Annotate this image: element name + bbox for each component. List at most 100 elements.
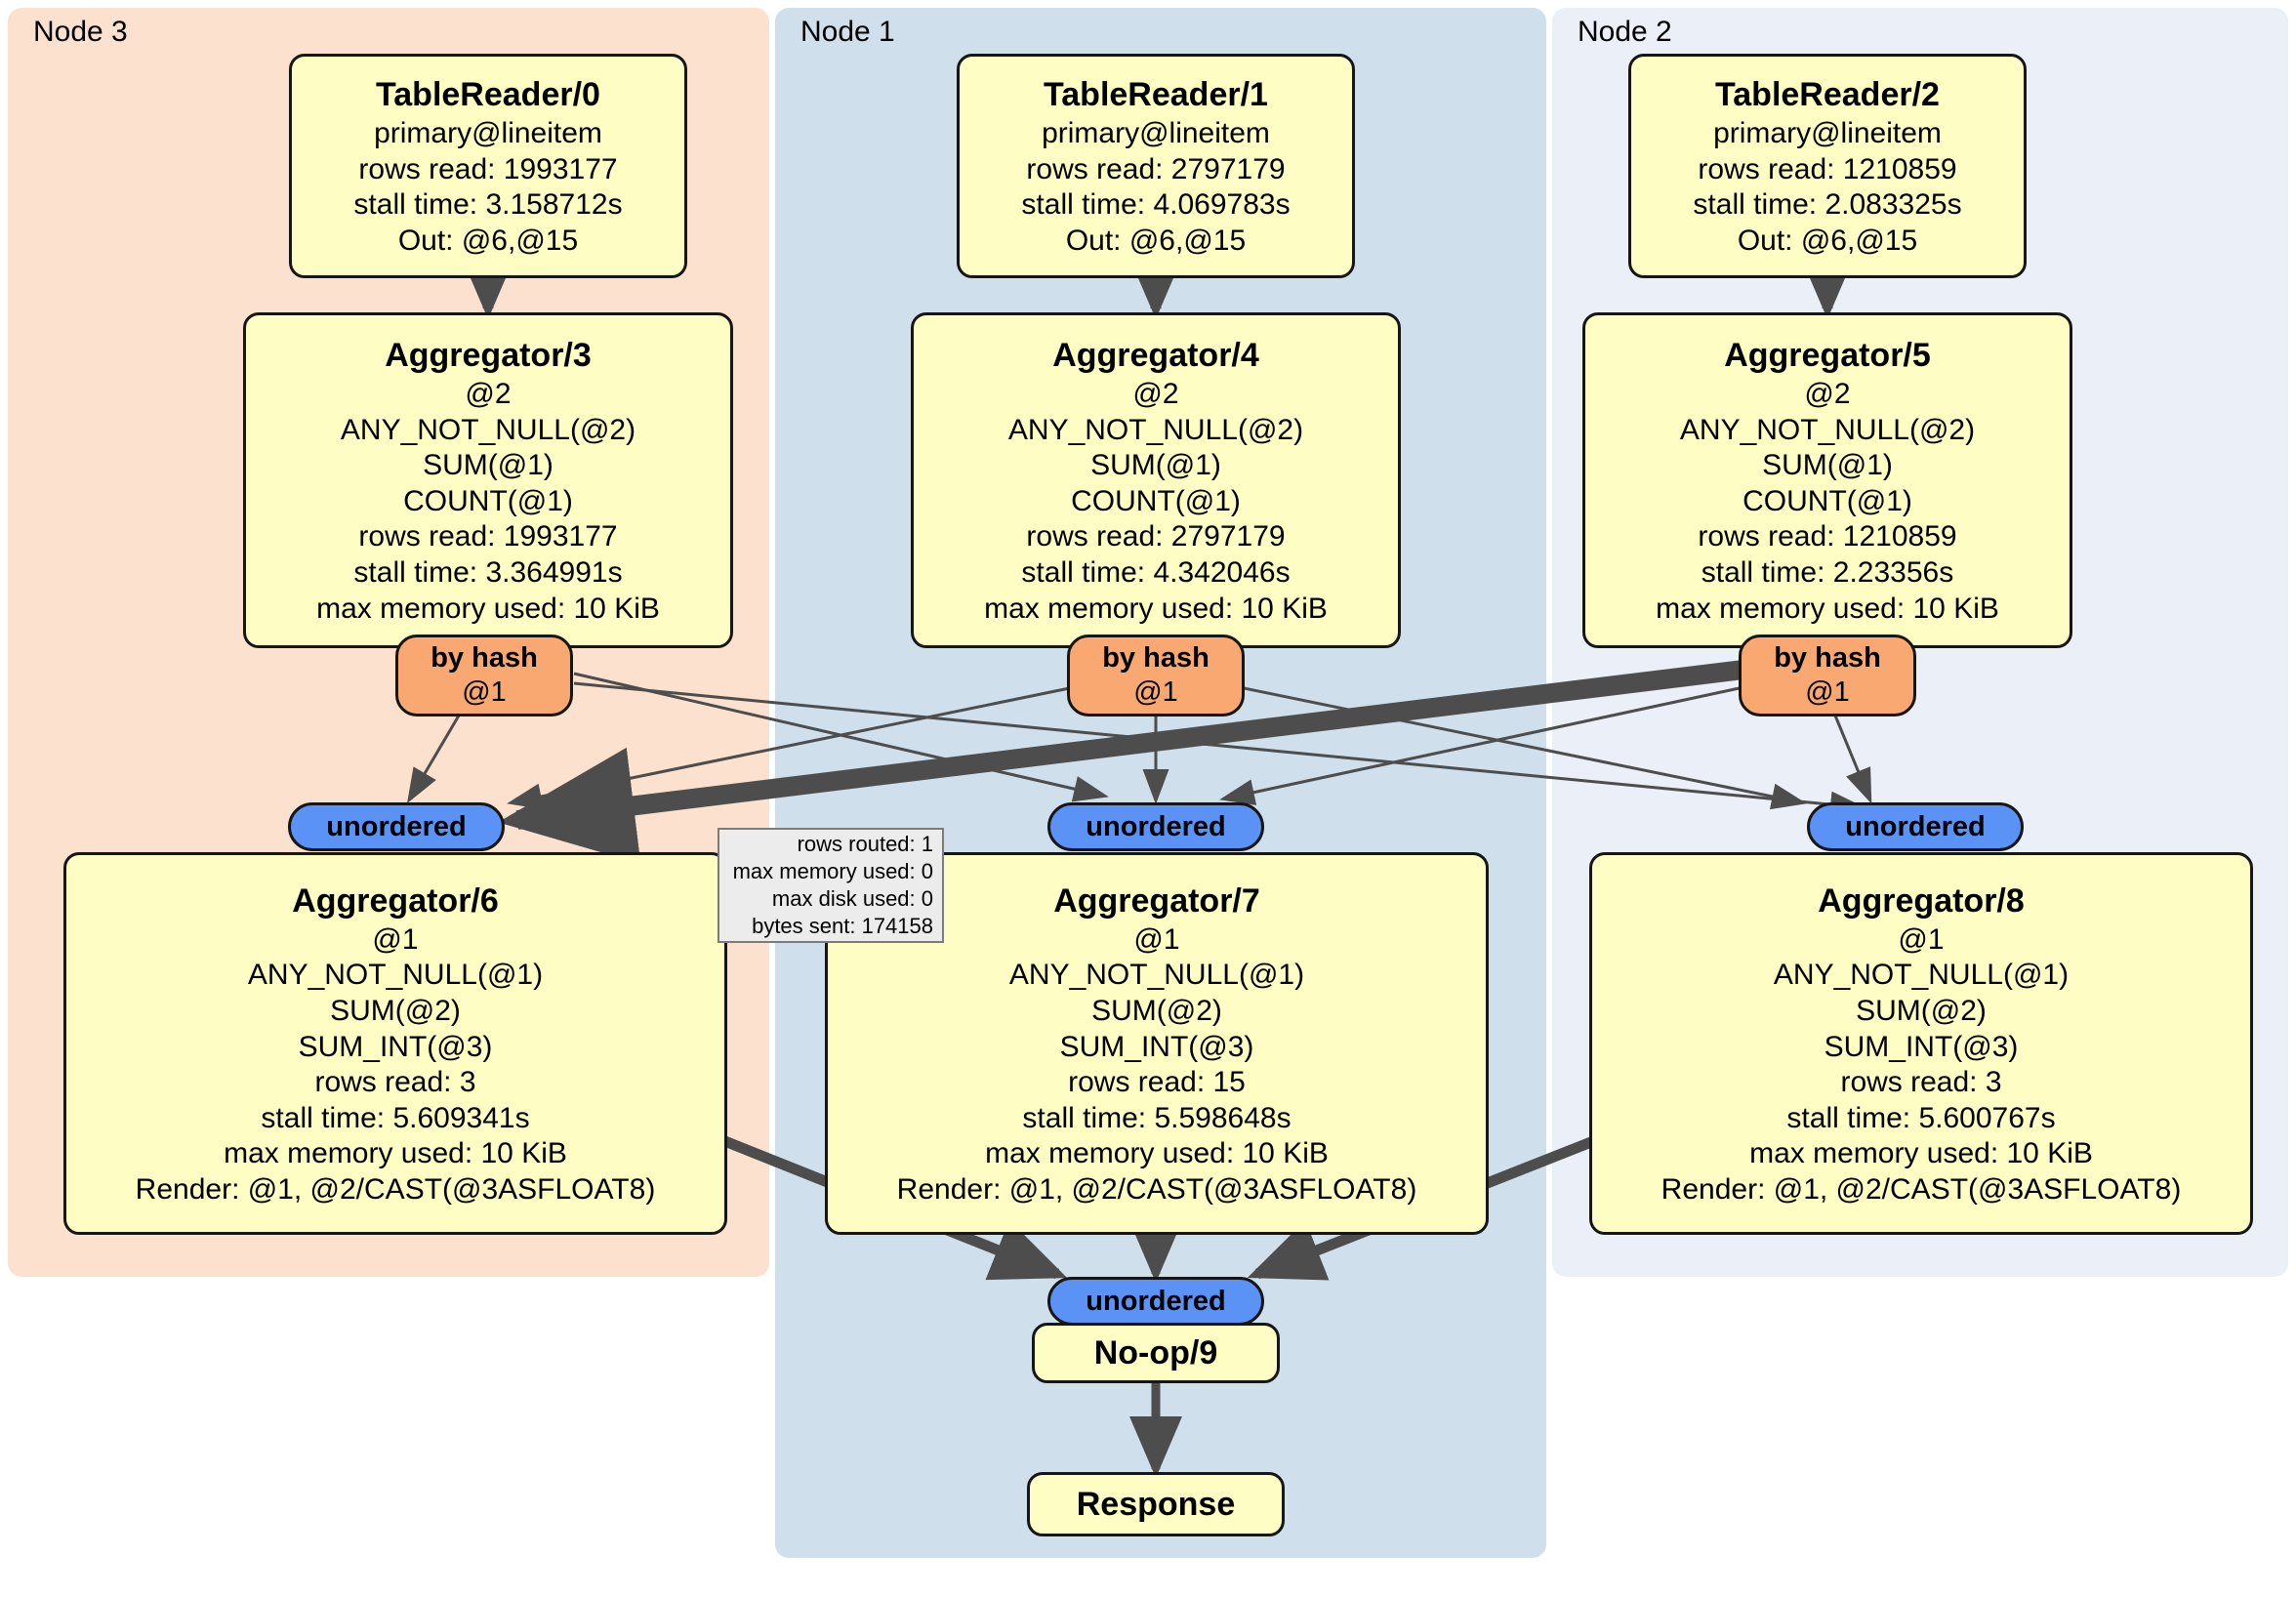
operator-title: Aggregator/8 — [1818, 881, 2025, 920]
operator-detail-line: max memory used: 10 KiB — [1656, 592, 1999, 625]
operator-title: Aggregator/5 — [1724, 336, 1931, 374]
operator-detail-line: Render: @1, @2/CAST(@3ASFLOAT8) — [135, 1172, 656, 1206]
unordered-label: unordered — [1845, 810, 1986, 842]
operator-detail-line: SUM(@1) — [1762, 449, 1893, 482]
stats-line: bytes sent: 174158 — [752, 914, 933, 939]
operator-detail-line: @1 — [372, 922, 419, 956]
operator-aggregator-6[interactable]: Aggregator/6 @1 ANY_NOT_NULL(@1) SUM(@2)… — [63, 852, 727, 1235]
operator-detail-line: max memory used: 10 KiB — [984, 592, 1328, 625]
operator-detail-line: ANY_NOT_NULL(@1) — [1008, 959, 1305, 992]
operator-detail-line: Out: @6,@15 — [1065, 224, 1247, 257]
operator-title: TableReader/0 — [376, 75, 600, 113]
operator-title: TableReader/2 — [1715, 75, 1940, 113]
operator-detail-line: SUM(@2) — [330, 994, 461, 1027]
operator-detail-line: ANY_NOT_NULL(@2) — [340, 413, 636, 446]
unordered-synchronizer-0[interactable]: unordered — [288, 802, 505, 851]
operator-detail-line: ANY_NOT_NULL(@2) — [1007, 413, 1304, 446]
cluster-label-node-1: Node 1 — [800, 16, 895, 48]
operator-detail-line: stall time: 4.069783s — [1021, 188, 1291, 222]
operator-aggregator-5[interactable]: Aggregator/5 @2 ANY_NOT_NULL(@2) SUM(@1)… — [1582, 312, 2072, 648]
operator-detail-line: stall time: 5.600767s — [1786, 1101, 2056, 1134]
operator-detail-line: Out: @6,@15 — [1737, 224, 1918, 257]
operator-detail-line: stall time: 4.342046s — [1021, 555, 1291, 589]
hash-router-title: by hash — [1102, 642, 1210, 675]
operator-detail-line: rows read: 1993177 — [358, 520, 618, 553]
operator-detail-line: max memory used: 10 KiB — [1749, 1137, 2093, 1170]
hash-router-2[interactable]: by hash @1 — [1739, 635, 1916, 717]
operator-detail-line: ANY_NOT_NULL(@2) — [1679, 413, 1976, 446]
operator-detail-line: @1 — [1898, 922, 1945, 956]
operator-detail-line: rows read: 2797179 — [1026, 520, 1286, 553]
stats-line: max memory used: 0 — [732, 858, 933, 883]
operator-aggregator-4[interactable]: Aggregator/4 @2 ANY_NOT_NULL(@2) SUM(@1)… — [911, 312, 1401, 648]
operator-detail-line: stall time: 2.23356s — [1701, 555, 1954, 589]
unordered-synchronizer-2[interactable]: unordered — [1807, 802, 2024, 851]
cluster-label-node-2: Node 2 — [1578, 16, 1672, 48]
operator-detail-line: SUM(@1) — [423, 449, 554, 482]
operator-aggregator-8[interactable]: Aggregator/8 @1 ANY_NOT_NULL(@1) SUM(@2)… — [1589, 852, 2253, 1235]
operator-detail-line: @2 — [1804, 378, 1851, 411]
operator-title: No-op/9 — [1093, 1333, 1218, 1372]
operator-detail-line: @2 — [465, 378, 512, 411]
operator-detail-line: primary@lineitem — [374, 116, 602, 149]
operator-detail-line: SUM_INT(@3) — [1059, 1030, 1254, 1063]
operator-detail-line: primary@lineitem — [1042, 116, 1270, 149]
unordered-label: unordered — [326, 810, 467, 842]
operator-detail-line: stall time: 2.083325s — [1693, 188, 1962, 222]
operator-detail-line: rows read: 2797179 — [1026, 152, 1286, 185]
operator-detail-line: max memory used: 10 KiB — [224, 1137, 567, 1170]
stats-line: rows routed: 1 — [797, 831, 933, 856]
operator-title: Aggregator/3 — [385, 336, 592, 374]
unordered-synchronizer-1[interactable]: unordered — [1047, 802, 1264, 851]
operator-detail-line: stall time: 3.364991s — [353, 555, 623, 589]
operator-detail-line: SUM_INT(@3) — [298, 1030, 493, 1063]
operator-detail-line: rows read: 15 — [1068, 1066, 1246, 1099]
operator-tablereader-2[interactable]: TableReader/2 primary@lineitem rows read… — [1628, 54, 2027, 278]
hash-router-column: @1 — [1805, 676, 1850, 708]
operator-detail-line: rows read: 1993177 — [358, 152, 618, 185]
operator-detail-line: SUM(@2) — [1091, 994, 1222, 1027]
operator-tablereader-0[interactable]: TableReader/0 primary@lineitem rows read… — [289, 54, 687, 278]
operator-detail-line: Render: @1, @2/CAST(@3ASFLOAT8) — [896, 1172, 1417, 1206]
hash-router-column: @1 — [1133, 676, 1178, 708]
operator-detail-line: ANY_NOT_NULL(@1) — [1773, 959, 2070, 992]
operator-detail-line: primary@lineitem — [1713, 116, 1942, 149]
operator-tablereader-1[interactable]: TableReader/1 primary@lineitem rows read… — [957, 54, 1355, 278]
operator-detail-line: COUNT(@1) — [1071, 484, 1241, 517]
hash-router-column: @1 — [462, 676, 507, 708]
operator-detail-line: stall time: 3.158712s — [353, 188, 623, 222]
operator-detail-line: max memory used: 10 KiB — [985, 1137, 1329, 1170]
operator-aggregator-7[interactable]: Aggregator/7 @1 ANY_NOT_NULL(@1) SUM(@2)… — [825, 852, 1489, 1235]
operator-noop-9[interactable]: No-op/9 — [1032, 1323, 1280, 1383]
operator-title: Aggregator/7 — [1053, 881, 1260, 920]
unordered-label: unordered — [1086, 1285, 1226, 1317]
operator-title: Aggregator/6 — [292, 881, 499, 920]
operator-detail-line: rows read: 1210859 — [1698, 152, 1957, 185]
operator-detail-line: Render: @1, @2/CAST(@3ASFLOAT8) — [1660, 1172, 2182, 1206]
unordered-synchronizer-final[interactable]: unordered — [1047, 1277, 1264, 1326]
operator-detail-line: rows read: 1210859 — [1698, 520, 1957, 553]
operator-aggregator-3[interactable]: Aggregator/3 @2 ANY_NOT_NULL(@2) SUM(@1)… — [243, 312, 733, 648]
hash-router-title: by hash — [430, 642, 538, 675]
cluster-label-node-3: Node 3 — [33, 16, 128, 48]
hash-router-1[interactable]: by hash @1 — [1067, 635, 1245, 717]
operator-detail-line: max memory used: 10 KiB — [316, 592, 660, 625]
operator-title: Aggregator/4 — [1052, 336, 1259, 374]
operator-detail-line: SUM_INT(@3) — [1824, 1030, 2019, 1063]
hash-router-0[interactable]: by hash @1 — [395, 635, 573, 717]
hash-router-title: by hash — [1774, 642, 1881, 675]
operator-detail-line: stall time: 5.609341s — [261, 1101, 530, 1134]
operator-title: TableReader/1 — [1044, 75, 1268, 113]
operator-detail-line: COUNT(@1) — [1742, 484, 1912, 517]
operator-response[interactable]: Response — [1027, 1472, 1285, 1536]
unordered-label: unordered — [1086, 810, 1226, 842]
operator-detail-line: rows read: 3 — [314, 1066, 476, 1099]
operator-detail-line: @2 — [1132, 378, 1179, 411]
operator-detail-line: Out: @6,@15 — [397, 224, 579, 257]
operator-title: Response — [1076, 1485, 1236, 1523]
operator-detail-line: COUNT(@1) — [403, 484, 573, 517]
operator-detail-line: stall time: 5.598648s — [1022, 1101, 1292, 1134]
stream-stats-box: rows routed: 1 max memory used: 0 max di… — [718, 828, 944, 943]
stats-line: max disk used: 0 — [771, 886, 933, 911]
